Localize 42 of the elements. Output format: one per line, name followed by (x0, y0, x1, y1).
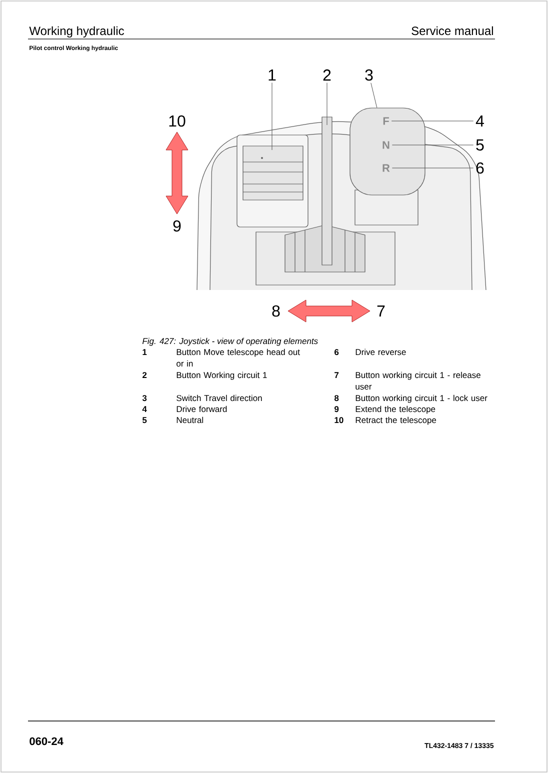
table-cell: 9 (334, 406, 339, 412)
page-title: Working hydraulic (29, 26, 124, 38)
leader-line (326, 82, 328, 126)
callout-number: 6 (476, 162, 484, 174)
figure-caption: Fig. 427: Joystick - view of operating elements (142, 338, 318, 346)
table-cell: Drive forward (176, 406, 227, 412)
table-cell: Retract the telescope (356, 416, 436, 425)
table-cell: Button working circuit 1 - lock user (356, 394, 488, 403)
switch-knob (350, 108, 426, 196)
table-cell: Button working circuit 1 - release user (356, 372, 480, 390)
table-cell: 2 (142, 372, 147, 378)
callout-number: 2 (323, 69, 331, 81)
callout-number: 7 (377, 306, 385, 316)
table-cell: Switch Travel direction (176, 394, 262, 402)
callout-number: 10 (169, 115, 186, 127)
table-cell: 7 (334, 372, 339, 378)
callout-number: 1 (268, 70, 276, 80)
callout-number: 8 (272, 305, 280, 317)
table-cell: Button Move telescope head out or in (176, 348, 300, 367)
callout-number: 3 (365, 69, 373, 81)
header-text: Service manual (412, 26, 493, 36)
table-cell: Drive reverse (356, 348, 406, 356)
table-cell: 6 (334, 349, 339, 356)
callout-number: 4 (476, 116, 484, 126)
table-cell: 4 (142, 406, 147, 412)
leader-line (392, 144, 474, 146)
switch-letter: N (382, 141, 390, 149)
callout-number: 9 (173, 220, 181, 232)
table-cell: Button Working circuit 1 (176, 372, 267, 380)
callout-number: 5 (476, 139, 484, 151)
table-cell: 5 (142, 417, 147, 424)
switch-letter: F (383, 117, 389, 125)
switch-letter: R (382, 164, 390, 172)
table-cell: 8 (334, 395, 339, 402)
leader-line (370, 82, 378, 108)
table-cell: 10 (334, 417, 344, 424)
table-cell: Neutral (176, 416, 204, 424)
table-cell: 1 (142, 349, 147, 355)
table-cell: Extend the telescope (356, 406, 436, 414)
leader-line (391, 120, 474, 122)
table-cell: 3 (142, 395, 147, 402)
page-number: 060-24 (30, 737, 64, 746)
